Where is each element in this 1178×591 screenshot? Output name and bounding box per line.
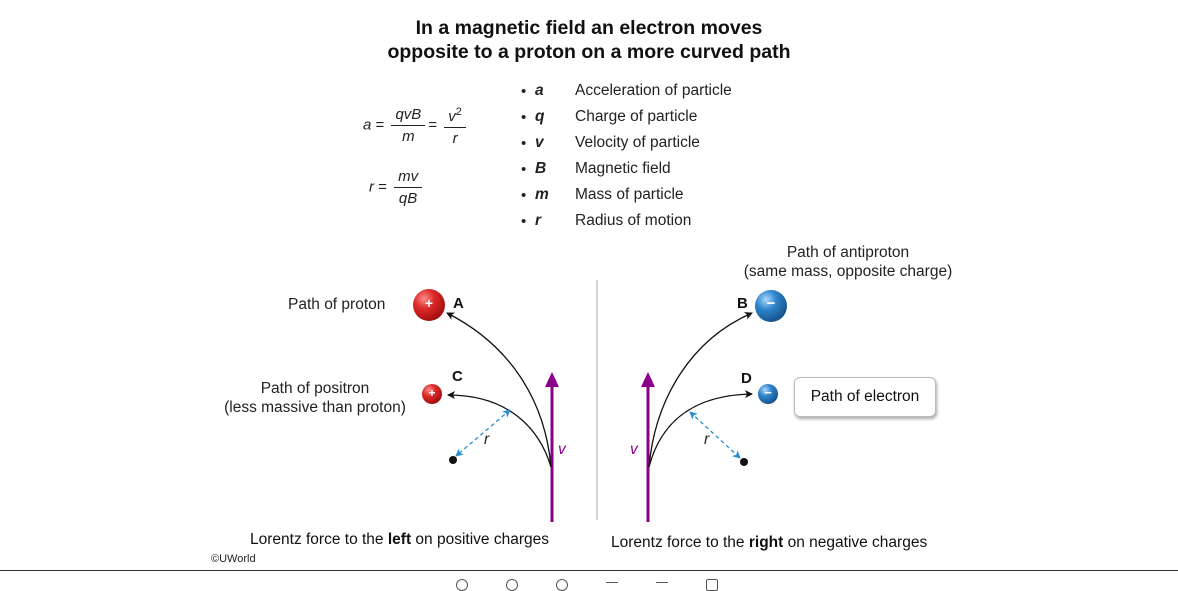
copyright: ©UWorld: [211, 553, 256, 565]
eq1-fraction-2: v2 r: [444, 104, 466, 147]
eq1-frac2-den: r: [452, 130, 458, 147]
eq2-fraction: mv qB: [394, 168, 423, 207]
legend-description: Radius of motion: [575, 212, 692, 229]
title-line-1: In a magnetic field an electron moves: [415, 17, 763, 39]
positron-sphere: [422, 384, 442, 404]
minus-sign-icon: −: [766, 295, 776, 312]
legend-symbol: B: [535, 160, 547, 177]
legend-symbol: v: [535, 134, 544, 151]
positron-label-line-2: (less massive than proton): [224, 399, 406, 416]
bullet: •: [521, 82, 527, 100]
caption-emphasis: right: [748, 534, 784, 551]
eq1-fraction-1: qvB m: [391, 106, 426, 145]
electron-path: [648, 390, 753, 468]
antiproton-label-line-1: Path of antiproton: [786, 244, 910, 261]
eq1-frac1-num: qvB: [391, 106, 426, 126]
center-point-left: [449, 456, 457, 464]
electron-sphere: [758, 384, 778, 404]
radius-arrow-right: [689, 411, 741, 459]
label-b: B: [737, 295, 748, 312]
legend-symbol: a: [535, 82, 544, 99]
eq2-lhs: r: [369, 178, 374, 196]
bullet: •: [521, 108, 527, 126]
caption-text: Lorentz force to the: [250, 531, 388, 548]
minus-sign-icon: −: [764, 385, 772, 400]
reset-icon[interactable]: [540, 578, 590, 591]
velocity-label-right: v: [630, 441, 638, 458]
caption-text: on positive charges: [411, 531, 549, 548]
caption-emphasis: left: [387, 531, 412, 548]
zoom-in-icon[interactable]: [440, 578, 490, 591]
eq1-frac2-num: v: [448, 108, 456, 125]
proton-sphere: [413, 289, 445, 321]
image-toolbar: [440, 578, 760, 591]
legend-item-v: • v Velocity of particle: [521, 130, 732, 156]
plus-sign-icon: +: [428, 386, 436, 400]
legend-description: Charge of particle: [575, 108, 698, 125]
caption-text: Lorentz force to the: [611, 534, 749, 551]
positron-path: [447, 391, 552, 468]
center-point-right: [740, 458, 748, 466]
radius-label-right: r: [704, 431, 710, 448]
zoom-out-icon[interactable]: [490, 578, 540, 591]
eq1-frac1-den: m: [402, 128, 415, 145]
eq1-frac2-sup: 2: [455, 106, 462, 118]
legend-item-r: • r Radius of motion: [521, 208, 732, 234]
label-d: D: [741, 370, 752, 387]
legend-item-b: • B Magnetic field: [521, 156, 732, 182]
antiproton-sphere: [755, 290, 787, 322]
bullet: •: [521, 134, 527, 152]
eq2-frac-num: mv: [394, 168, 423, 188]
legend-description: Acceleration of particle: [575, 82, 732, 99]
legend-symbol: r: [535, 212, 542, 229]
eq1-lhs: a: [363, 116, 372, 134]
radius-arrow-left: [455, 409, 511, 457]
bullet: •: [521, 160, 527, 178]
positron-label-line-1: Path of positron: [260, 380, 370, 397]
proton-label: Path of proton: [288, 296, 386, 313]
figure-title: In a magnetic field an electron moves op…: [0, 16, 1178, 64]
legend-symbol: m: [535, 186, 549, 203]
legend-item-a: • a Acceleration of particle: [521, 78, 732, 104]
toolbar-divider: [0, 570, 1178, 571]
radius-equation: r = mv qB: [369, 168, 425, 207]
pen-icon[interactable]: [590, 578, 640, 588]
antiproton-label: Path of antiproton (same mass, opposite …: [723, 243, 973, 281]
proton-path: [446, 312, 552, 468]
notes-icon[interactable]: [690, 578, 740, 591]
variable-legend: • a Acceleration of particle • q Charge of p…: [521, 78, 732, 234]
legend-description: Magnetic field: [575, 160, 671, 177]
antiproton-path: [648, 312, 753, 468]
legend-item-q: • q Charge of particle: [521, 104, 732, 130]
legend-description: Velocity of particle: [575, 134, 700, 151]
legend-item-m: • m Mass of particle: [521, 182, 732, 208]
legend-symbol: q: [535, 108, 545, 125]
label-a: A: [453, 295, 464, 312]
title-line-2: opposite to a proton on a more curved pa…: [387, 41, 791, 63]
left-caption: Lorentz force to the left on positive ch…: [250, 531, 549, 549]
acceleration-equation: a = qvB m = v2 r: [363, 104, 469, 147]
caption-text: on negative charges: [783, 534, 928, 551]
right-caption: Lorentz force to the right on negative c…: [611, 534, 927, 552]
positron-label: Path of positron (less massive than prot…: [212, 379, 418, 417]
radius-label-left: r: [484, 431, 490, 448]
legend-description: Mass of particle: [575, 186, 684, 203]
velocity-label-left: v: [558, 441, 566, 458]
bullet: •: [521, 186, 527, 204]
antiproton-label-line-2: (same mass, opposite charge): [743, 263, 953, 280]
label-c: C: [452, 368, 463, 385]
eq2-frac-den: qB: [398, 190, 418, 207]
plus-sign-icon: +: [424, 295, 434, 311]
highlighter-icon[interactable]: [640, 578, 690, 588]
bullet: •: [521, 212, 527, 230]
electron-callout: Path of electron: [794, 377, 936, 417]
